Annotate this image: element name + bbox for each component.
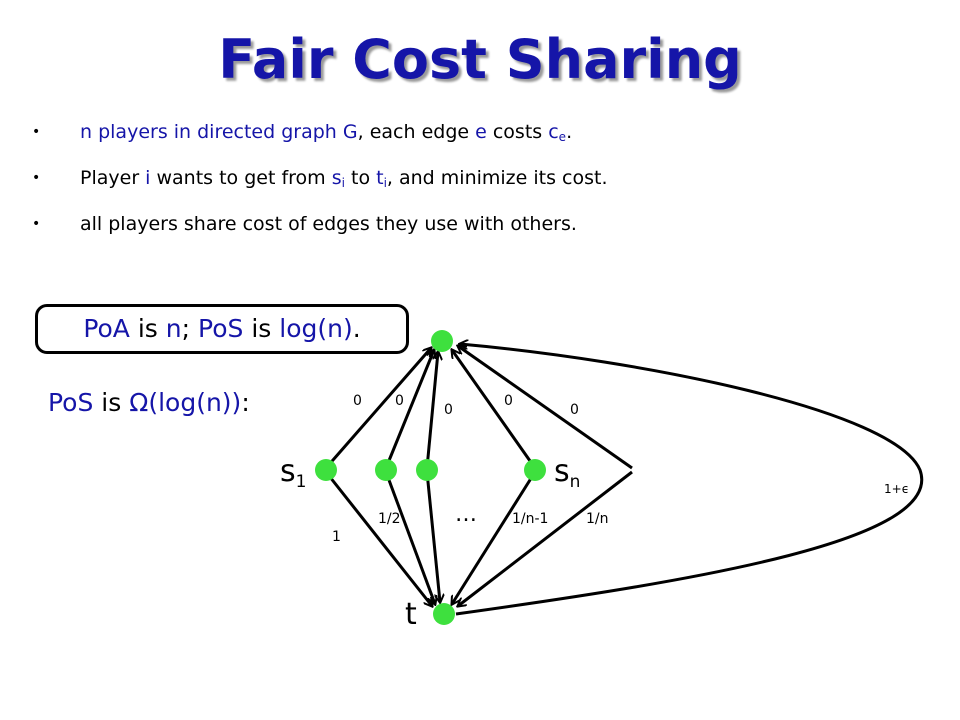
text-run: n <box>165 314 182 343</box>
edge-label-bottom-2: 1/2 <box>378 511 401 527</box>
label-s1: s1 <box>280 454 306 492</box>
text-run: t <box>376 167 384 189</box>
text-run: costs <box>486 121 549 143</box>
text-run: all players share cost of edges they use… <box>80 213 577 235</box>
text-run: i <box>341 176 345 190</box>
text-run: , each edge <box>357 121 476 143</box>
bullet-dot-icon: • <box>32 170 41 186</box>
slide-title: Fair Cost Sharing <box>218 28 742 91</box>
bullet-list: • n players in directed graph G, each edg… <box>30 112 608 250</box>
text-run: is <box>129 314 166 343</box>
bullet-item: •Player i wants to get from si to ti, an… <box>30 158 608 204</box>
text-run: G <box>342 121 358 143</box>
text-run: PoA <box>83 314 130 343</box>
text-run: . <box>352 314 361 343</box>
text-run: players in directed graph <box>92 121 343 143</box>
text-run: i <box>145 167 151 189</box>
bullet-text: all players share cost of edges they use… <box>80 213 577 235</box>
text-run: : <box>241 388 250 417</box>
edge-n2-to-top <box>384 350 434 469</box>
pos-omega-statement: PoS is Ω(log(n)): <box>48 388 250 417</box>
bullet-text: n players in directed graph G, each edge… <box>80 121 573 144</box>
node-t <box>433 603 455 625</box>
node-s1 <box>315 459 337 481</box>
edge-label-top-1: 0 <box>353 393 362 409</box>
node-3 <box>416 459 438 481</box>
edge-n3-to-t <box>425 471 440 602</box>
text-run: is <box>93 388 130 417</box>
text-run: Player <box>80 167 146 189</box>
poa-pos-box: PoA is n; PoS is log(n). <box>35 304 409 354</box>
text-run: n <box>80 121 93 143</box>
node-2 <box>375 459 397 481</box>
top-node <box>431 330 453 352</box>
edge-sn-to-t <box>452 471 537 604</box>
text-run: PoS <box>48 388 94 417</box>
edge-label-bottom-3: 1/n-1 <box>512 511 548 527</box>
text-run: e <box>558 130 567 144</box>
bullet-dot-icon: • <box>32 216 41 232</box>
ellipsis-label: … <box>455 502 477 527</box>
label-sn: sn <box>554 454 580 492</box>
text-run: s <box>331 167 342 189</box>
text-run: Ω <box>129 388 149 417</box>
edge-label-bottom-4: 1/n <box>586 511 609 527</box>
text-run: , and minimize its cost. <box>386 167 608 189</box>
text-run: . <box>566 121 573 143</box>
text-run: wants to get from <box>150 167 332 189</box>
text-run: (log(n)) <box>148 388 242 417</box>
edge-label-top-5: 0 <box>570 402 579 418</box>
text-run: i <box>383 176 387 190</box>
edge-n2-to-t <box>384 471 435 604</box>
text-run: c <box>548 121 559 143</box>
curve-edge-label: 1+ϵ <box>884 482 909 496</box>
text-run: to <box>344 167 377 189</box>
edge-label-top-2: 0 <box>395 393 404 409</box>
text-run: e <box>475 121 487 143</box>
bullet-item: • all players share cost of edges they us… <box>30 204 608 250</box>
node-sn <box>524 459 546 481</box>
text-run: PoS <box>198 314 244 343</box>
edge-last-to-top <box>458 346 633 470</box>
edge-label-bottom-1: 1 <box>332 529 341 545</box>
edge-sn-to-top <box>452 350 537 469</box>
edge-n3-to-top <box>425 352 438 469</box>
text-run: is <box>243 314 280 343</box>
bullet-dot-icon: • <box>32 124 41 140</box>
text-run: log(n) <box>279 314 353 343</box>
bullet-text: Player i wants to get from si to ti, and… <box>80 167 608 190</box>
label-t: t <box>405 597 417 632</box>
bullet-item: • n players in directed graph G, each edg… <box>30 112 608 158</box>
edge-t-to-top-curve <box>455 344 924 616</box>
edge-last-to-t <box>458 470 633 606</box>
edge-label-top-4: 0 <box>504 393 513 409</box>
edge-label-top-3: 0 <box>444 402 453 418</box>
text-run: ; <box>181 314 199 343</box>
edge-s1-to-top <box>324 348 431 469</box>
edge-s1-to-t <box>324 471 432 606</box>
